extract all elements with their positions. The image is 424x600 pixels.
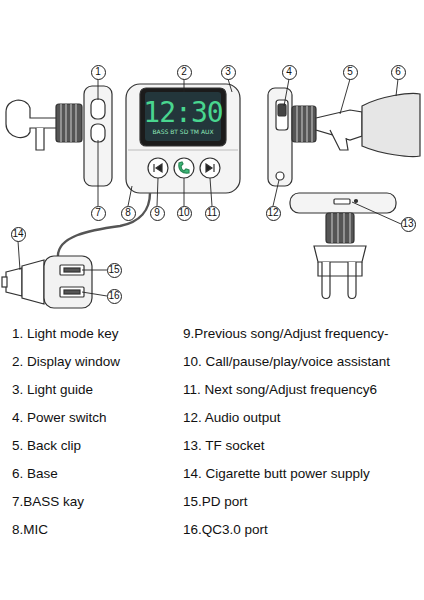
callout-circle: 7 — [91, 206, 106, 221]
part-description: 13. TF socket — [183, 438, 265, 454]
part-description: 4. Power switch — [12, 410, 107, 426]
part-description: 1. Light mode key — [12, 326, 119, 342]
callout-number: 15 — [108, 265, 119, 275]
callout-circle: 14 — [11, 227, 26, 242]
callout-circle: 1 — [91, 65, 106, 80]
callout-number: 16 — [108, 291, 119, 301]
front-view — [126, 84, 240, 193]
callout-number: 10 — [178, 208, 189, 218]
part-description: 8.MIC — [12, 522, 48, 538]
part-description: 14. Cigarette butt power supply — [183, 466, 370, 482]
callout-circle: 16 — [107, 289, 122, 304]
callout-number: 1 — [95, 67, 101, 77]
callout-circle: 12 — [266, 206, 281, 221]
callout-circle: 6 — [391, 65, 406, 80]
display-screen: 12:30BASS BT SD TM AUX — [145, 92, 221, 141]
callout-number: 13 — [402, 219, 413, 229]
callout-circle: 3 — [221, 65, 236, 80]
callout-number: 6 — [395, 67, 401, 77]
part-description: 5. Back clip — [12, 438, 81, 454]
car-charger — [2, 193, 150, 308]
part-description: 2. Display window — [12, 354, 120, 370]
callout-circle: 9 — [150, 206, 165, 221]
callout-number: 8 — [125, 208, 131, 218]
callout-circle: 8 — [121, 206, 136, 221]
callout-number: 9 — [154, 208, 160, 218]
callout-number: 5 — [347, 67, 353, 77]
part-description: 15.PD port — [183, 494, 248, 510]
part-description: 7.BASS kay — [12, 494, 84, 510]
right-side-view — [268, 88, 420, 186]
left-side-view — [6, 86, 112, 186]
mounted-view — [290, 193, 396, 299]
callout-circle: 2 — [177, 65, 192, 80]
callout-circle: 13 — [401, 217, 416, 232]
callout-circle: 5 — [343, 65, 358, 80]
leader-lines — [18, 79, 401, 296]
callout-number: 12 — [267, 208, 278, 218]
callout-number: 3 — [225, 67, 231, 77]
part-description: 11. Next song/Adjust frequency6 — [183, 382, 377, 398]
part-description: 9.Previous song/Adjust frequency- — [183, 326, 389, 342]
part-description: 6. Base — [12, 466, 58, 482]
callout-number: 4 — [286, 67, 292, 77]
part-description: 12. Audio output — [183, 410, 281, 426]
clock-readout: 12:30 — [143, 98, 222, 128]
callout-circle: 10 — [177, 206, 192, 221]
part-description: 16.QC3.0 port — [183, 522, 268, 538]
callout-circle: 11 — [205, 206, 220, 221]
part-description: 3. Light guide — [12, 382, 93, 398]
part-description: 10. Call/pause/play/voice assistant — [183, 354, 390, 370]
callout-number: 11 — [207, 208, 217, 218]
callout-number: 7 — [95, 208, 101, 218]
mode-indicators: BASS BT SD TM AUX — [152, 128, 213, 136]
callout-circle: 15 — [107, 263, 122, 278]
callout-number: 14 — [12, 229, 23, 239]
callout-number: 2 — [181, 67, 187, 77]
callout-circle: 4 — [282, 65, 297, 80]
